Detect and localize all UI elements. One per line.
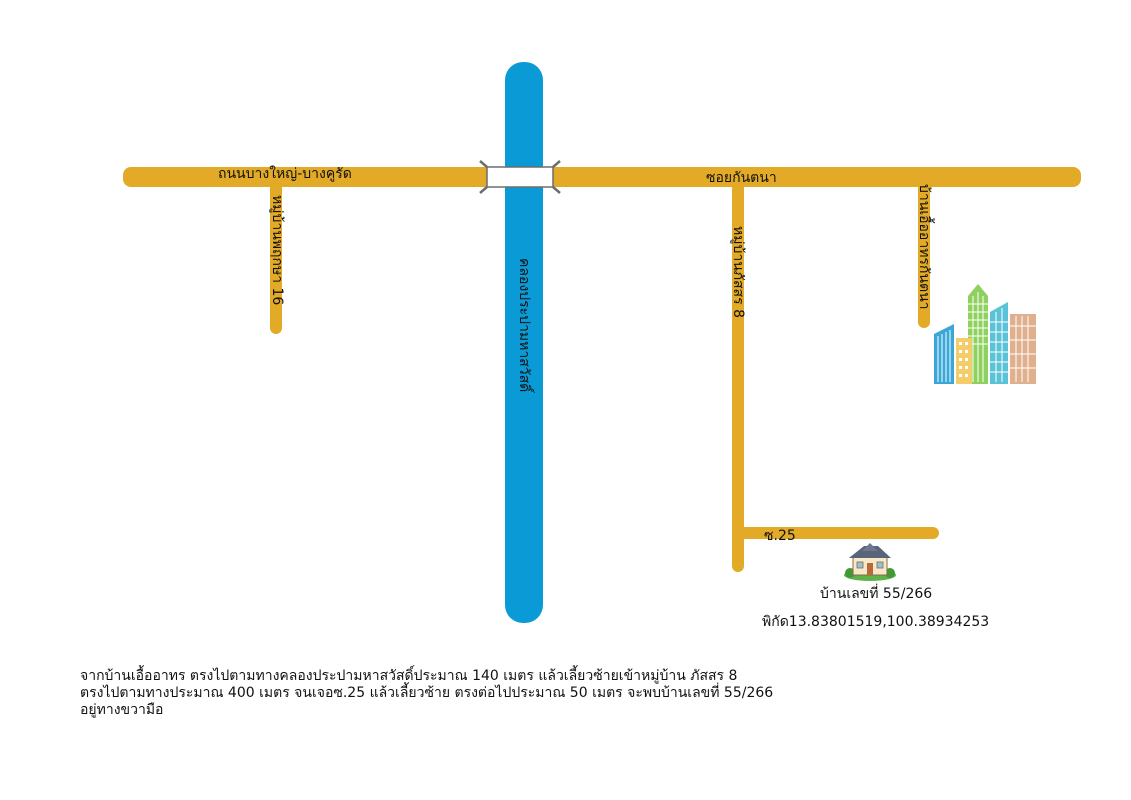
middle-branch-label: หมู่บ้านภัสสร 8 xyxy=(730,226,746,318)
house-coordinates: พิกัด13.83801519,100.38934253 xyxy=(762,614,990,630)
canal xyxy=(505,62,543,623)
left-branch-label: หมู่บ้านพฤกษา 16 xyxy=(269,195,285,306)
house-number-label: บ้านเลขที่ 55/266 xyxy=(820,586,933,602)
right-branch-road xyxy=(918,180,930,328)
main-road-right-label: ซอยกันตนา xyxy=(706,170,777,186)
side-street-road xyxy=(738,527,939,539)
house-icon xyxy=(844,543,896,581)
side-street-label: ซ.25 xyxy=(764,528,796,544)
city-buildings-icon xyxy=(934,284,1036,384)
bridge-icon xyxy=(479,160,561,194)
directions-line: อยู่ทางขวามือ xyxy=(80,702,164,718)
directions-line: จากบ้านเอื้ออาทร ตรงไปตามทางคลองประปามหา… xyxy=(80,668,738,684)
left-branch-road xyxy=(270,180,282,334)
directions-line: ตรงไปตามทางประมาณ 400 เมตร จนเจอซ.25 แล้… xyxy=(80,685,774,701)
middle-branch-road xyxy=(732,180,744,572)
main-road xyxy=(123,167,1081,187)
canal-label: คลองประปามหาสวัสดิ์ xyxy=(516,258,532,393)
directions-text: จากบ้านเอื้ออาทร ตรงไปตามทางคลองประปามหา… xyxy=(80,668,980,719)
main-road-left-label: ถนนบางใหญ่-บางคูรัด xyxy=(218,166,352,182)
